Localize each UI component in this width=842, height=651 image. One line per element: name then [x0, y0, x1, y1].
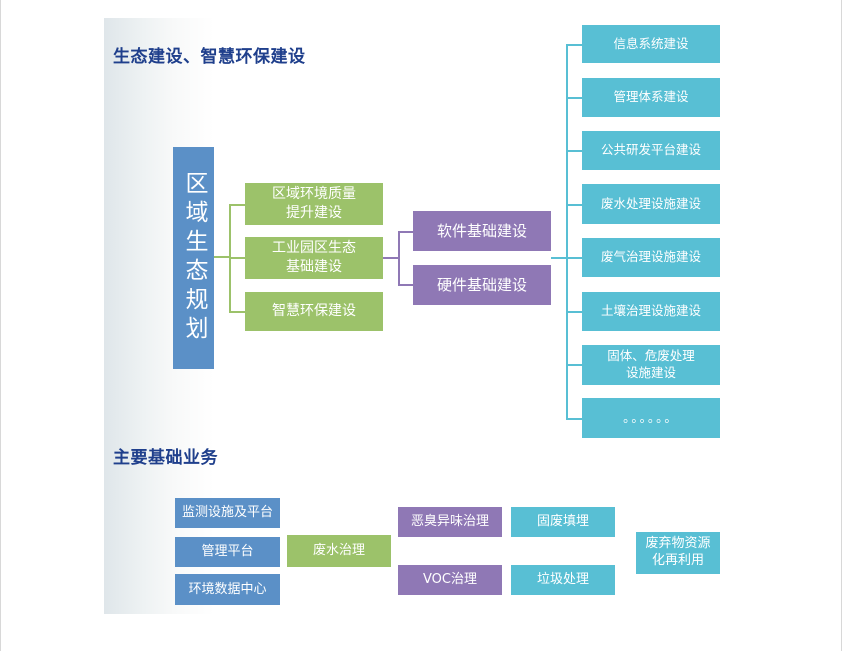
purple-box-label: 软件基础建设 [436, 221, 527, 240]
connector-cyan-2 [566, 97, 582, 99]
purple-box-software: 软件基础建设 [413, 211, 551, 251]
cyan-box-garbage-disposal: 垃圾处理 [511, 565, 615, 595]
green-box-label: 智慧环保建设 [272, 303, 356, 320]
green-box-label: 废水治理 [312, 543, 365, 559]
connector-green-3 [229, 311, 245, 313]
cyan-box-wastewater-facility: 废水处理设施建设 [582, 184, 720, 224]
core-box-regional-ecological-planning: 区域生态规划 [173, 147, 214, 369]
connector-cyan-4 [566, 204, 582, 206]
cyan-box-information-system: 信息系统建设 [582, 25, 720, 63]
green-box-environment-quality: 区域环境质量 提升建设 [245, 183, 383, 225]
connector-green-to-purple [383, 257, 399, 259]
cyan-box-waste-gas-facility: 废气治理设施建设 [582, 238, 720, 277]
cyan-box-label: 垃圾处理 [536, 572, 589, 588]
connector-cyan-8 [566, 418, 582, 420]
cyan-box-label: 废气治理设施建设 [600, 249, 701, 265]
section-title-ecology: 生态建设、智慧环保建设 [113, 47, 306, 67]
blue-box-management-platform: 管理平台 [175, 537, 280, 567]
connector-purple-2 [398, 284, 414, 286]
green-box-label: 工业园区生态 基础建设 [272, 240, 356, 275]
connector-cyan-7 [566, 364, 582, 366]
left-frame-line [0, 0, 1, 651]
cyan-box-public-rd-platform: 公共研发平台建设 [582, 131, 720, 170]
connector-cyan-vertical [566, 44, 568, 419]
cyan-box-label: 固废填埋 [536, 514, 589, 530]
connector-purple-to-cyan [551, 257, 567, 259]
cyan-box-label: 管理体系建设 [613, 89, 689, 105]
section-title-main-business: 主要基础业务 [113, 448, 218, 468]
connector-purple-vertical [398, 231, 400, 286]
purple-box-label: 恶臭异味治理 [410, 514, 489, 530]
connector-green-1 [229, 204, 245, 206]
cyan-box-soil-facility: 土壤治理设施建设 [582, 292, 720, 331]
cyan-box-label: 。。。。。。 [623, 409, 679, 425]
connector-cyan-6 [566, 311, 582, 313]
connector-core-to-green [214, 256, 230, 258]
connector-cyan-3 [566, 150, 582, 152]
cyan-box-solid-hazardous-waste: 固体、危废处理 设施建设 [582, 345, 720, 385]
purple-box-label: VOC治理 [423, 572, 477, 588]
connector-purple-1 [398, 231, 414, 233]
green-box-wastewater-treatment: 废水治理 [287, 535, 391, 567]
cyan-box-label: 废水处理设施建设 [600, 195, 701, 211]
green-box-industrial-park: 工业园区生态 基础建设 [245, 237, 383, 279]
connector-green-2 [229, 257, 245, 259]
purple-box-hardware: 硬件基础建设 [413, 265, 551, 305]
cyan-box-label: 公共研发平台建设 [600, 142, 701, 158]
purple-box-odor-treatment: 恶臭异味治理 [398, 507, 502, 537]
cyan-box-label: 废弃物资源 化再利用 [645, 536, 711, 568]
blue-box-label: 环境数据中心 [188, 581, 267, 597]
cyan-box-waste-recycling: 废弃物资源 化再利用 [636, 532, 720, 574]
blue-box-monitoring: 监测设施及平台 [175, 498, 280, 528]
purple-box-label: 硬件基础建设 [436, 275, 527, 294]
blue-box-label: 监测设施及平台 [181, 505, 273, 521]
cyan-box-label: 固体、危废处理 设施建设 [607, 348, 695, 380]
cyan-box-label: 土壤治理设施建设 [600, 303, 701, 319]
cyan-box-label: 信息系统建设 [613, 35, 689, 51]
blue-box-label: 管理平台 [201, 544, 254, 560]
cyan-box-landfill: 固废填埋 [511, 507, 615, 537]
cyan-box-ellipsis: 。。。。。。 [582, 398, 720, 438]
purple-box-voc-treatment: VOC治理 [398, 565, 502, 595]
green-box-smart-environment: 智慧环保建设 [245, 292, 383, 331]
cyan-box-management-system: 管理体系建设 [582, 78, 720, 117]
connector-cyan-5 [566, 257, 582, 259]
blue-box-data-center: 环境数据中心 [175, 574, 280, 605]
green-box-label: 区域环境质量 提升建设 [272, 186, 356, 221]
connector-cyan-1 [566, 44, 582, 46]
core-box-label: 区域生态规划 [181, 171, 207, 345]
